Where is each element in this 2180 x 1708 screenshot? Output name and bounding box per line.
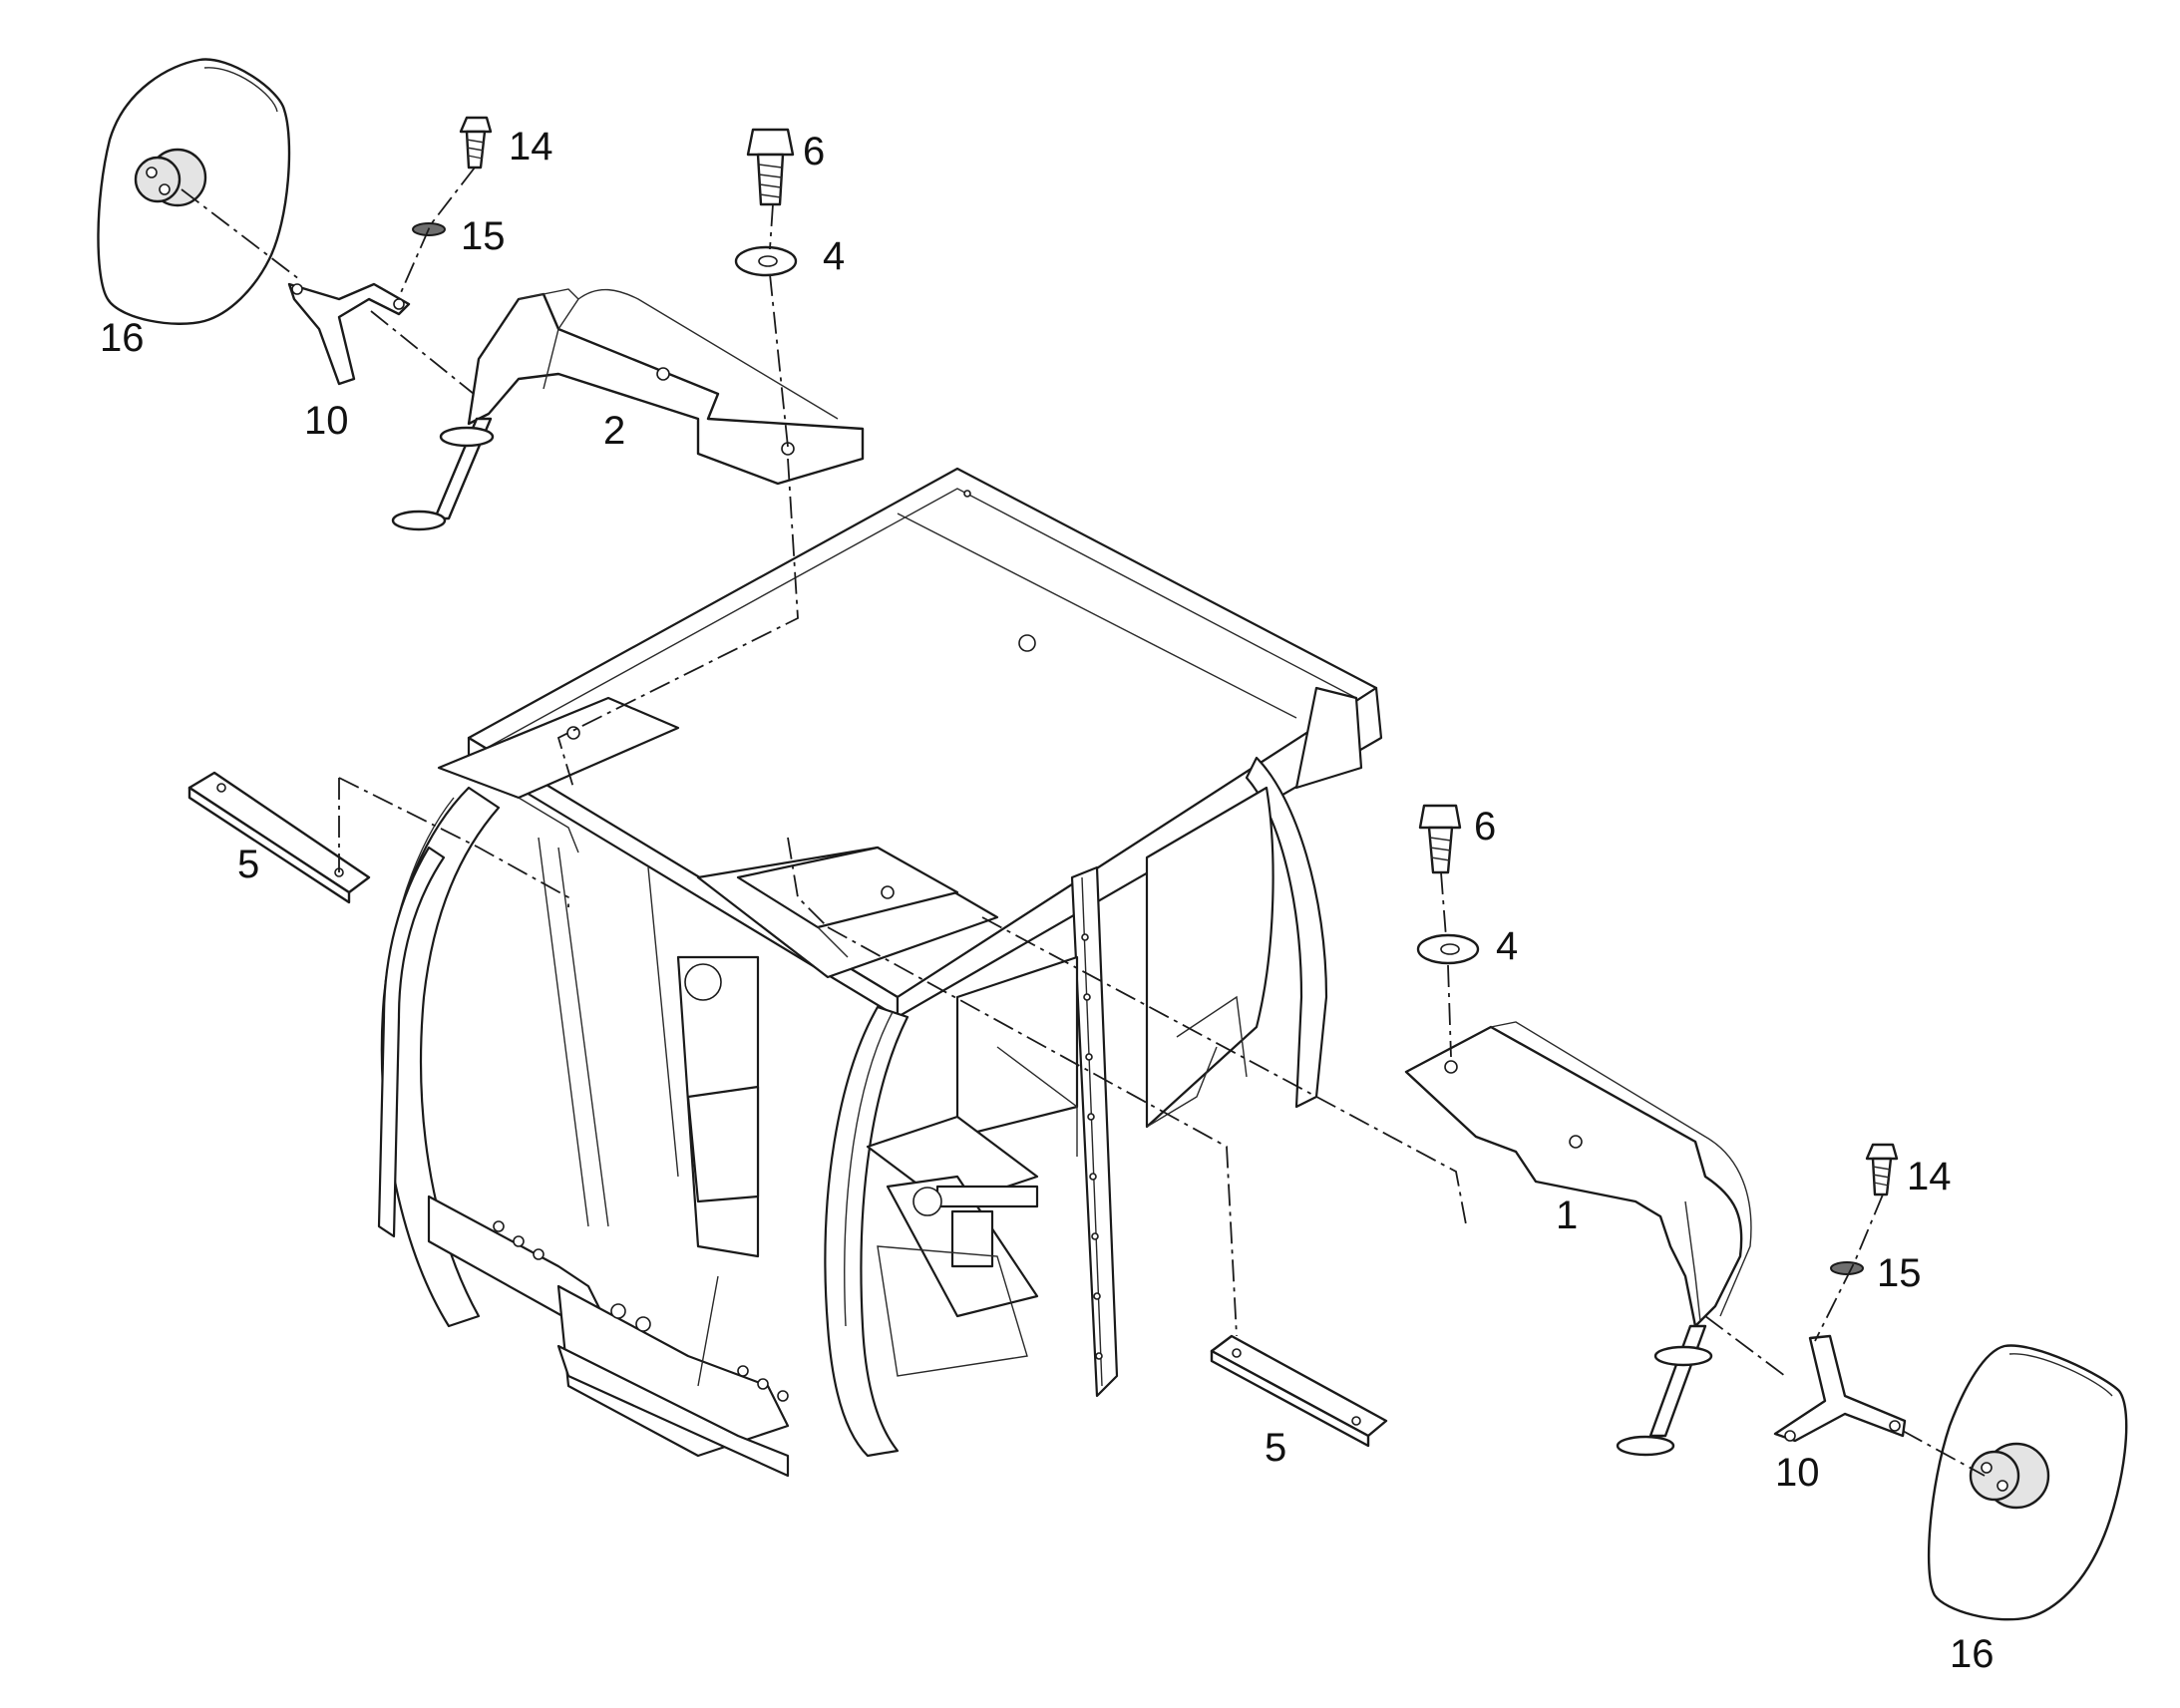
spacer-plate-5-left <box>187 771 371 904</box>
screw-14-right <box>1865 1143 1899 1196</box>
callout-15-left: 15 <box>461 214 506 258</box>
callout-10-left: 10 <box>304 399 349 443</box>
assembly-lines <box>181 167 1986 1477</box>
bolt-6-right <box>1418 804 1462 874</box>
callout-2: 2 <box>603 409 625 453</box>
callout-5-right: 5 <box>1265 1426 1286 1470</box>
callout-6-top: 6 <box>803 130 825 173</box>
callout-5-left: 5 <box>237 843 259 886</box>
lock-washer-15-right <box>1830 1261 1864 1275</box>
callout-4-right: 4 <box>1496 924 1518 968</box>
callout-14-right: 14 <box>1907 1155 1952 1198</box>
callout-1: 1 <box>1556 1194 1578 1237</box>
callout-4-top: 4 <box>823 234 845 278</box>
mirror-arm-bracket-2 <box>391 288 865 531</box>
mirror-bracket-right <box>1773 1334 1907 1443</box>
callout-10-right: 10 <box>1775 1451 1820 1495</box>
bolt-6-top <box>746 128 795 206</box>
mirror-arm-bracket-1 <box>1404 1021 1752 1457</box>
callout-16-right: 16 <box>1950 1632 1995 1676</box>
flat-washer-4-top <box>734 245 798 277</box>
mirror-left <box>97 58 291 325</box>
callout-16-left: 16 <box>100 316 145 360</box>
cab-frame <box>377 467 1383 1478</box>
callout-6-right: 6 <box>1474 805 1496 849</box>
mirror-right <box>1927 1344 2128 1621</box>
callout-15-right: 15 <box>1877 1251 1922 1295</box>
callout-labels: 14 6 15 4 16 10 2 5 6 4 1 14 15 5 10 16 <box>100 125 1995 1676</box>
flat-washer-4-right <box>1416 933 1480 965</box>
screw-14-left <box>459 116 493 170</box>
mirror-bracket-left <box>287 282 411 386</box>
spacer-plate-5-right <box>1210 1334 1388 1448</box>
callout-14-left: 14 <box>509 125 553 169</box>
